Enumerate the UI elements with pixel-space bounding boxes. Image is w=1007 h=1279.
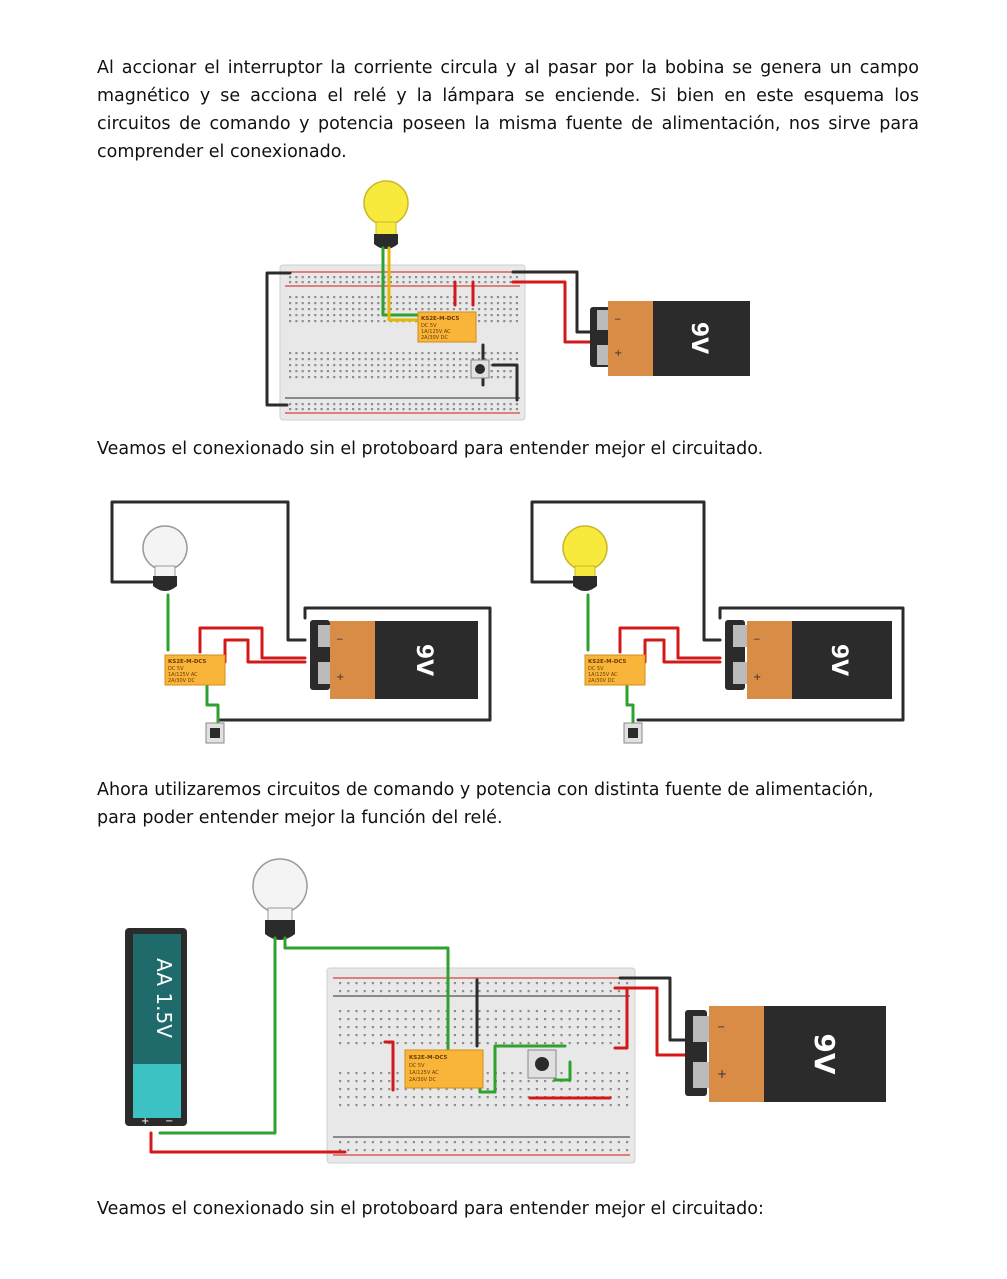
battery-9v: − + 9V bbox=[725, 620, 892, 699]
svg-text:−: − bbox=[614, 315, 622, 325]
push-button bbox=[623, 722, 643, 744]
svg-text:2A/30V DC: 2A/30V DC bbox=[409, 1077, 437, 1083]
svg-text:1A/125V AC: 1A/125V AC bbox=[168, 672, 198, 678]
relay-module: KS2E-M-DC5 DC 5V 1A/125V AC 2A/30V DC bbox=[584, 654, 646, 686]
paragraph-without-breadboard: Veamos el conexionado sin el protoboard … bbox=[97, 439, 764, 459]
relay-module: KS2E-M-DC5 DC 5V 1A/125V AC 2A/30V DC bbox=[417, 311, 477, 343]
svg-text:1A/125V AC: 1A/125V AC bbox=[409, 1070, 439, 1076]
lamp-on bbox=[562, 525, 608, 591]
svg-text:KS2E-M-DC5: KS2E-M-DC5 bbox=[409, 1055, 447, 1061]
svg-text:−: − bbox=[753, 635, 761, 645]
figure-dual-source-circuit: AA 1.5V + − KS2E-M-DC5 DC 5V 1A/125V AC … bbox=[125, 858, 886, 1164]
svg-text:KS2E-M-DC5: KS2E-M-DC5 bbox=[168, 659, 206, 665]
lamp-on bbox=[363, 180, 409, 249]
svg-text:9V: 9V bbox=[826, 644, 851, 676]
push-button bbox=[527, 1049, 557, 1079]
lamp-off bbox=[252, 858, 308, 940]
svg-text:+: + bbox=[717, 1067, 727, 1081]
svg-text:1A/125V AC: 1A/125V AC bbox=[588, 672, 618, 678]
battery-9v: − + 9V bbox=[685, 1006, 886, 1102]
relay-module: KS2E-M-DC5 DC 5V 1A/125V AC 2A/30V DC bbox=[404, 1049, 484, 1089]
svg-text:DC 5V: DC 5V bbox=[421, 323, 437, 329]
svg-text:2A/30V DC: 2A/30V DC bbox=[421, 335, 449, 341]
figure-schematic-lamp-off: KS2E-M-DC5 DC 5V 1A/125V AC 2A/30V DC − … bbox=[110, 500, 492, 744]
battery-aa: AA 1.5V + − bbox=[125, 928, 187, 1127]
paragraph-intro: Al accionar el interruptor la corriente … bbox=[97, 58, 919, 162]
svg-text:KS2E-M-DC5: KS2E-M-DC5 bbox=[588, 659, 626, 665]
figure-breadboard-relay-circuit: KS2E-M-DC5 DC 5V 1A/125V AC 2A/30V DC − … bbox=[265, 180, 750, 421]
svg-text:9V: 9V bbox=[808, 1033, 841, 1074]
breadboard-holes bbox=[339, 982, 629, 1152]
battery-label: 9V bbox=[686, 322, 711, 354]
battery-9v: − + 9V bbox=[310, 620, 478, 699]
breadboard bbox=[279, 264, 526, 421]
paragraph-without-breadboard-2: Veamos el conexionado sin el protoboard … bbox=[97, 1199, 764, 1219]
relay-module: KS2E-M-DC5 DC 5V 1A/125V AC 2A/30V DC bbox=[164, 654, 226, 686]
svg-text:+: + bbox=[141, 1116, 149, 1127]
svg-text:+: + bbox=[336, 672, 344, 683]
svg-text:2A/30V DC: 2A/30V DC bbox=[588, 678, 616, 684]
svg-text:DC 5V: DC 5V bbox=[168, 666, 184, 672]
svg-text:9V: 9V bbox=[411, 644, 436, 676]
svg-text:1A/125V AC: 1A/125V AC bbox=[421, 329, 451, 335]
battery-aa-label: AA 1.5V bbox=[152, 958, 176, 1038]
svg-text:−: − bbox=[336, 635, 344, 645]
svg-text:2A/30V DC: 2A/30V DC bbox=[168, 678, 196, 684]
battery-9v: − + 9V bbox=[590, 301, 750, 376]
push-button bbox=[470, 359, 490, 379]
paragraph-separate-sources: Ahora utilizaremos circuitos de comando … bbox=[97, 780, 874, 828]
svg-text:+: + bbox=[614, 348, 622, 359]
svg-text:DC 5V: DC 5V bbox=[588, 666, 604, 672]
svg-text:−: − bbox=[717, 1022, 725, 1033]
push-button bbox=[205, 722, 225, 744]
lamp-off bbox=[142, 525, 188, 591]
figure-schematic-lamp-on: KS2E-M-DC5 DC 5V 1A/125V AC 2A/30V DC − … bbox=[530, 500, 905, 744]
svg-text:DC 5V: DC 5V bbox=[409, 1063, 425, 1069]
svg-text:−: − bbox=[165, 1116, 173, 1127]
svg-text:+: + bbox=[753, 672, 761, 683]
relay-model: KS2E-M-DC5 bbox=[421, 316, 459, 322]
